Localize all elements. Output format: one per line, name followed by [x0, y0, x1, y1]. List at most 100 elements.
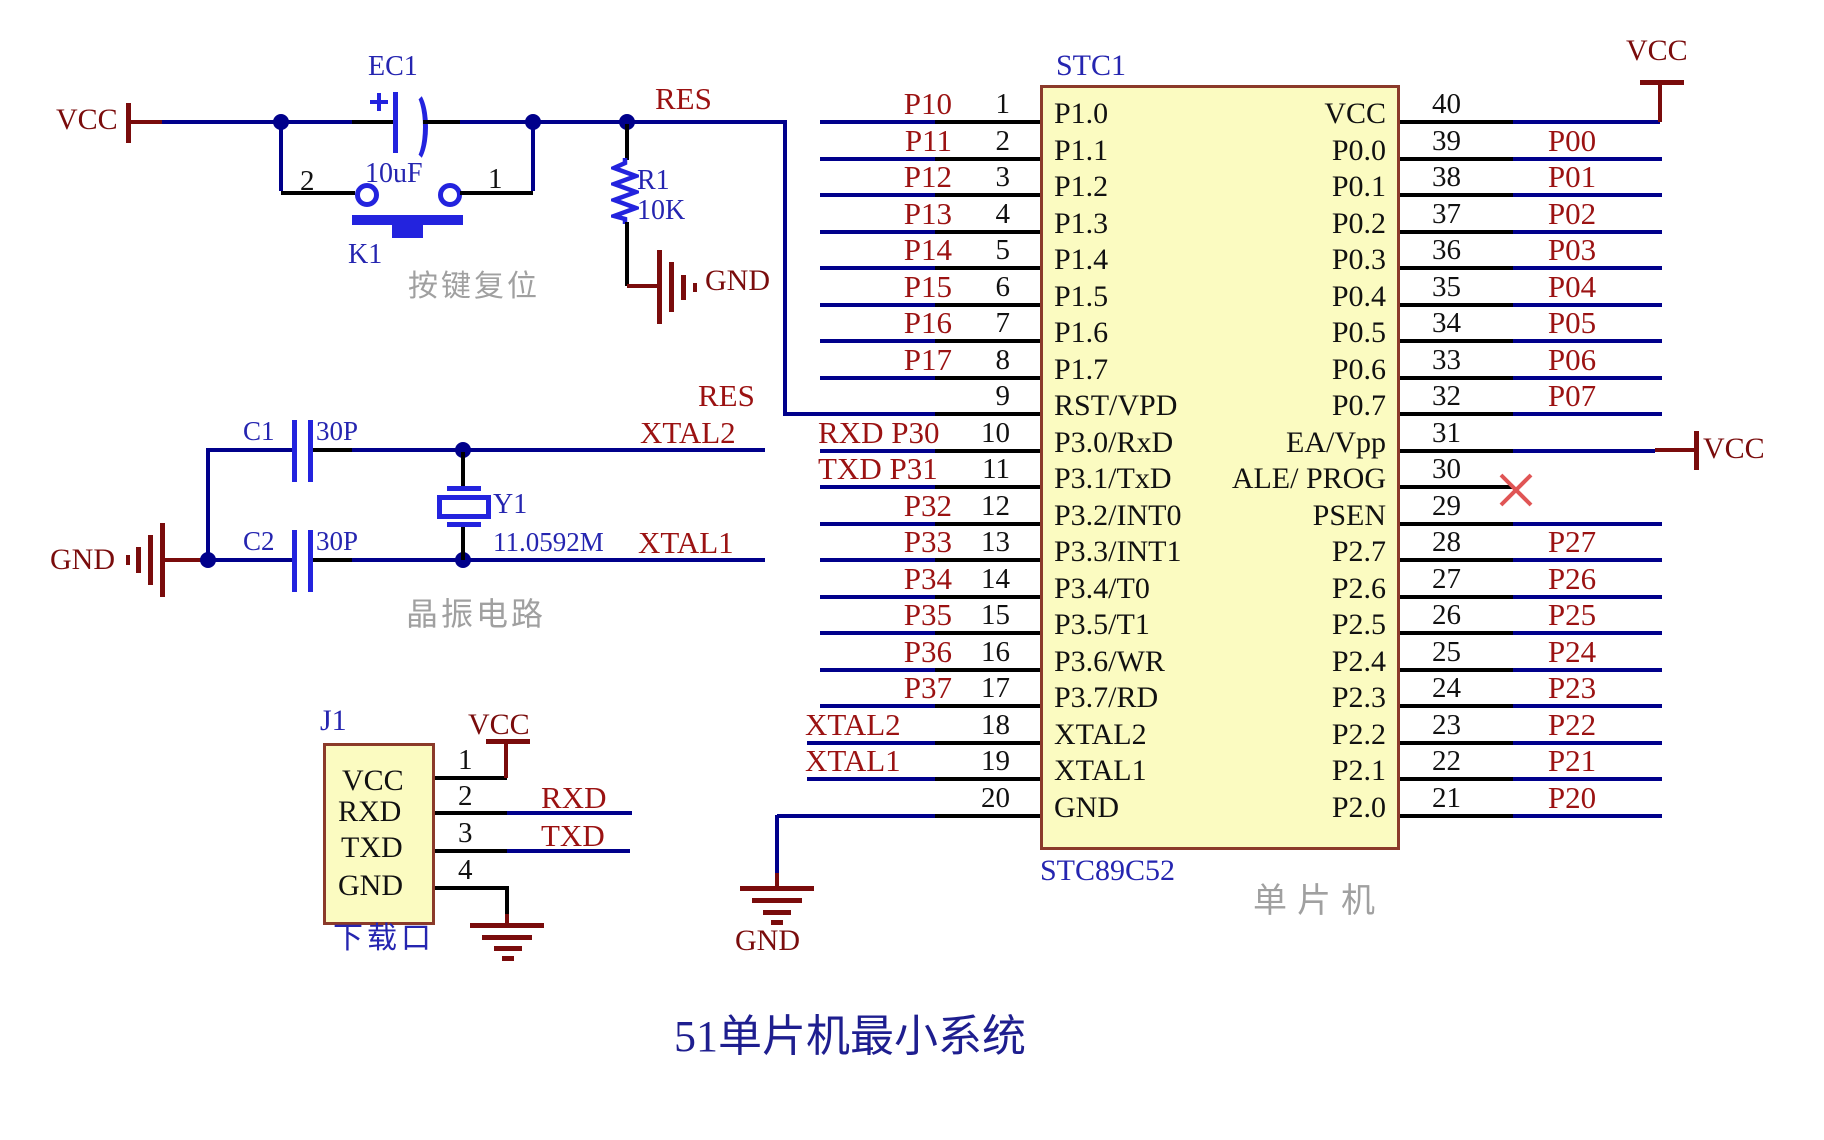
- pin-net-label: P17: [903, 342, 952, 377]
- button-pin-left: [281, 191, 355, 195]
- pin-number: 7: [995, 307, 1011, 339]
- pin-stub-wire: [1400, 741, 1513, 745]
- pin-net-label: P05: [1547, 305, 1597, 340]
- j1-pin3-wire: [435, 849, 507, 853]
- pin-net-label: P16: [903, 305, 952, 340]
- pin-name: P3.6/WR: [1054, 645, 1165, 678]
- pin-stub-wire: [935, 668, 1040, 672]
- pin-name: P3.3/INT1: [1054, 535, 1182, 568]
- pin-name: P0.0: [1331, 134, 1386, 167]
- pin-net-label: XTAL2: [805, 707, 901, 742]
- pin-name: P3.4/T0: [1054, 572, 1150, 605]
- pin-net-wire: [1513, 777, 1662, 781]
- pin-number: 31: [1432, 417, 1461, 449]
- pin-name: P0.1: [1331, 170, 1386, 203]
- pin-stub-wire: [1400, 339, 1513, 343]
- j1-pin1-num: 1: [458, 744, 473, 776]
- pin-stub-wire: [935, 704, 1040, 708]
- pin-name: P1.4: [1054, 243, 1109, 276]
- pin-name: P1.3: [1054, 207, 1109, 240]
- pin-number: 35: [1432, 271, 1461, 303]
- gnd-bar-icon: [160, 523, 165, 597]
- pin-stub-wire: [935, 631, 1040, 635]
- resistor-value: 10K: [637, 195, 686, 226]
- pin-net-label: P21: [1547, 743, 1597, 778]
- rxd-net-label: RXD: [541, 780, 607, 815]
- j1-pin3-num: 3: [458, 817, 473, 849]
- pin-net-label: P34: [903, 561, 952, 596]
- pin-name: P0.3: [1331, 243, 1386, 276]
- pin-net-label: P10: [903, 86, 952, 121]
- pin-name: P1.5: [1054, 280, 1109, 313]
- cap-pin-wire-right: [423, 120, 460, 124]
- pin-net-label: P32: [903, 488, 952, 523]
- pin-net-label: P26: [1547, 561, 1597, 596]
- pin-stub-wire: [935, 741, 1040, 745]
- pin-stub-wire: [935, 814, 1040, 818]
- c2-value: 30P: [316, 526, 359, 556]
- pin-number: 6: [995, 271, 1011, 303]
- pin-stub-wire: [935, 339, 1040, 343]
- pin-net-wire: [1513, 631, 1662, 635]
- j1-pin-name: VCC: [342, 764, 404, 797]
- pin-net-label: P01: [1547, 159, 1597, 194]
- pin-number: 28: [1432, 526, 1461, 558]
- button-drop-left: [279, 124, 283, 191]
- j1-pin-name: RXD: [338, 795, 402, 828]
- pin-number: 12: [981, 490, 1010, 522]
- pin-stub-wire: [935, 558, 1040, 562]
- pin-stub-wire: [935, 412, 1040, 416]
- pin-number: 36: [1432, 234, 1461, 266]
- c1-value: 30P: [316, 416, 359, 446]
- pin-net-wire: [820, 449, 935, 453]
- cap-plus-v: [377, 93, 381, 111]
- pin-stub-wire: [1400, 631, 1513, 635]
- pin-net-wire: [1513, 704, 1662, 708]
- pin-name: P2.3: [1331, 681, 1386, 714]
- pin-stub-wire: [1400, 595, 1513, 599]
- mcu-gnd-drop: [775, 815, 779, 875]
- c1-designator: C1: [243, 416, 275, 446]
- pin-number: 40: [1432, 88, 1461, 120]
- vcc-net-label: VCC: [56, 103, 118, 136]
- pin-number: 11: [982, 453, 1010, 485]
- pin-net-label: RES: [698, 378, 755, 413]
- pin-net-label: P36: [903, 634, 952, 669]
- j1-caption: 下载口: [333, 922, 435, 955]
- pin-net-wire: [1513, 120, 1660, 124]
- c1-wire-left: [208, 448, 292, 452]
- resistor-pin-bottom: [625, 222, 629, 286]
- pin-net-label: P24: [1547, 634, 1597, 669]
- pin-name: ALE/ PROG: [1231, 462, 1386, 495]
- vcc-right-stub: [1655, 448, 1695, 452]
- pin-net-wire: [820, 704, 935, 708]
- txd-net-wire: [507, 849, 630, 853]
- crystal-cap-bottom: [447, 522, 481, 527]
- pin-name: P3.5/T1: [1054, 608, 1150, 641]
- xtal2-net-wire: [352, 448, 765, 452]
- gnd-bar-icon: [657, 250, 662, 324]
- pin-name: P0.2: [1331, 207, 1386, 240]
- pin-stub-wire: [1400, 230, 1513, 234]
- pin-number: 1: [995, 88, 1011, 120]
- pin-name: P2.5: [1331, 608, 1386, 641]
- pin-stub-wire: [1400, 193, 1513, 197]
- crystal-pin-top: [461, 452, 465, 486]
- gnd-bar-icon: [470, 923, 544, 928]
- pin-stub-wire: [935, 449, 1040, 453]
- button-pin-num-right: 1: [488, 163, 503, 195]
- pin-name: P2.6: [1331, 572, 1386, 605]
- button-contact-left: [355, 183, 379, 207]
- pin-net-wire: [777, 814, 935, 818]
- gnd-bar-icon: [494, 946, 522, 951]
- pin-name: P2.1: [1331, 754, 1386, 787]
- pin-name: P3.2/INT0: [1054, 499, 1182, 532]
- pin-name: P1.0: [1054, 97, 1109, 130]
- gnd-bar-icon: [669, 262, 674, 312]
- pin-stub-wire: [935, 157, 1040, 161]
- pin-stub-wire: [1400, 814, 1513, 818]
- pin-stub-wire: [1400, 412, 1513, 416]
- pin-net-wire: [820, 303, 935, 307]
- j1-pin4-wire: [435, 886, 509, 890]
